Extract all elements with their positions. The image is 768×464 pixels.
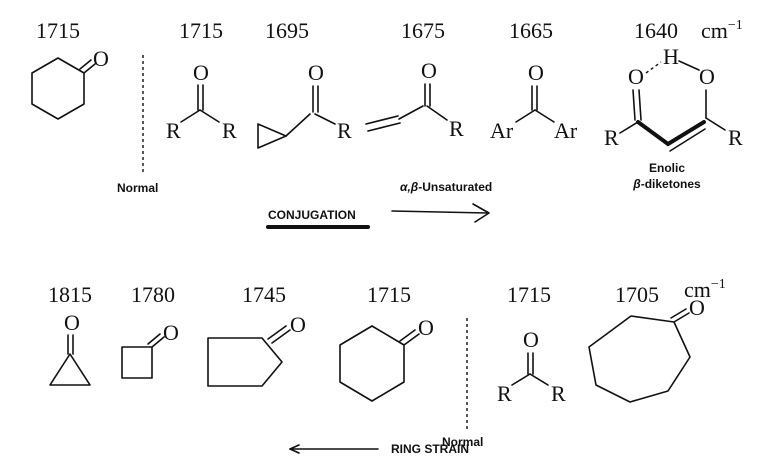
svg-text:O: O xyxy=(699,64,715,89)
svg-text:O: O xyxy=(308,60,324,85)
svg-text:O: O xyxy=(421,58,437,83)
freq-enol: 1640 xyxy=(634,18,678,43)
svg-text:R: R xyxy=(551,381,566,406)
svg-text:O: O xyxy=(689,295,705,320)
freq-vinyl-ketone: 1675 xyxy=(401,18,445,43)
freq-cycloheptanone: 1705 xyxy=(615,282,659,307)
cycloheptanone-structure: O xyxy=(588,295,705,403)
unit-top: cm−1 xyxy=(701,18,743,43)
cyclopropanone-structure: O xyxy=(49,310,91,386)
freq-ketone-top: 1715 xyxy=(179,18,223,43)
cyclohexanone-top-structure: O xyxy=(31,46,109,120)
svg-text:O: O xyxy=(528,60,544,85)
conjugation-label: CONJUGATION xyxy=(268,208,356,222)
svg-text:R: R xyxy=(604,125,619,150)
svg-text:O: O xyxy=(193,60,209,85)
svg-text:R: R xyxy=(222,118,237,143)
freq-cyclohexanone-top: 1715 xyxy=(36,18,80,43)
dialkyl-ketone-bottom-structure: O R R xyxy=(497,327,566,406)
svg-text:Ar: Ar xyxy=(490,118,514,143)
enolic-label-line2: β-diketones xyxy=(632,177,701,191)
svg-text:O: O xyxy=(523,327,539,352)
svg-text:O: O xyxy=(418,315,434,340)
freq-cyclohexanone-bottom: 1715 xyxy=(367,282,411,307)
enolic-label-line1: Enolic xyxy=(649,161,685,175)
svg-text:O: O xyxy=(64,310,80,335)
unit-bottom: cm−1 xyxy=(684,277,726,302)
svg-text:O: O xyxy=(290,312,306,337)
conjugation-arrow xyxy=(391,210,488,214)
dialkyl-ketone-top-structure: O R R xyxy=(166,60,237,143)
svg-text:O: O xyxy=(163,320,179,345)
svg-text:R: R xyxy=(449,116,464,141)
svg-text:R: R xyxy=(337,118,352,143)
svg-text:H: H xyxy=(663,44,679,69)
freq-ketone-bottom: 1715 xyxy=(507,282,551,307)
freq-cyclopropanone: 1815 xyxy=(48,282,92,307)
freq-cyclopentanone: 1745 xyxy=(242,282,286,307)
svg-text:R: R xyxy=(497,381,512,406)
cyclohexanone-bottom-structure: O xyxy=(339,315,434,402)
svg-text:O: O xyxy=(628,64,644,89)
vinyl-ketone-structure: O R xyxy=(365,58,464,141)
diaryl-ketone-structure: O Ar Ar xyxy=(490,60,578,143)
ring-strain-arrowhead xyxy=(289,444,300,454)
svg-text:R: R xyxy=(166,118,181,143)
enolic-diketone-structure: O H O R R xyxy=(604,44,743,152)
freq-cyclopropyl-ketone: 1695 xyxy=(265,18,309,43)
ring-strain-label: RING STRAIN xyxy=(391,442,469,456)
normal-label-top: Normal xyxy=(117,181,158,195)
freq-cyclobutanone: 1780 xyxy=(131,282,175,307)
conjugation-arrowhead xyxy=(472,203,490,223)
cyclobutanone-structure: O xyxy=(121,320,179,379)
freq-diaryl-ketone: 1665 xyxy=(509,18,553,43)
svg-text:Ar: Ar xyxy=(554,118,578,143)
cyclopentanone-structure: O xyxy=(207,312,306,387)
cyclopropyl-ketone-structure: O R xyxy=(257,60,352,149)
normal-label-bottom: Normal xyxy=(442,435,483,449)
svg-text:R: R xyxy=(728,125,743,150)
oxygen-atom: O xyxy=(93,46,109,71)
alpha-beta-unsaturated-label: α,β-Unsaturated xyxy=(400,180,492,194)
